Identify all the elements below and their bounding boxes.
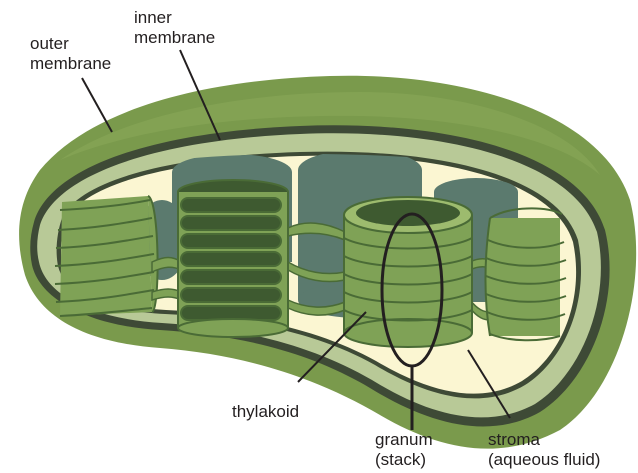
granum-left [55, 196, 158, 316]
leader-outer-membrane [82, 78, 112, 132]
granum-main [344, 197, 472, 347]
label-stroma-line1: stroma [488, 430, 600, 450]
label-thylakoid: thylakoid [232, 402, 299, 422]
granum-right [486, 208, 567, 340]
label-stroma-line2: (aqueous fluid) [488, 450, 600, 470]
label-inner-membrane-line1: inner [134, 8, 215, 28]
label-inner-membrane-line2: membrane [134, 28, 215, 48]
label-outer-membrane-line1: outer [30, 34, 111, 54]
label-outer-membrane-line2: membrane [30, 54, 111, 74]
label-stroma: stroma (aqueous fluid) [488, 430, 600, 470]
label-granum-line1: granum [375, 430, 433, 450]
label-outer-membrane: outer membrane [30, 34, 111, 74]
label-granum-line2: (stack) [375, 450, 433, 470]
label-granum: granum (stack) [375, 430, 433, 470]
label-inner-membrane: inner membrane [134, 8, 215, 48]
label-thylakoid-text: thylakoid [232, 402, 299, 422]
granum-sliced [178, 180, 288, 337]
